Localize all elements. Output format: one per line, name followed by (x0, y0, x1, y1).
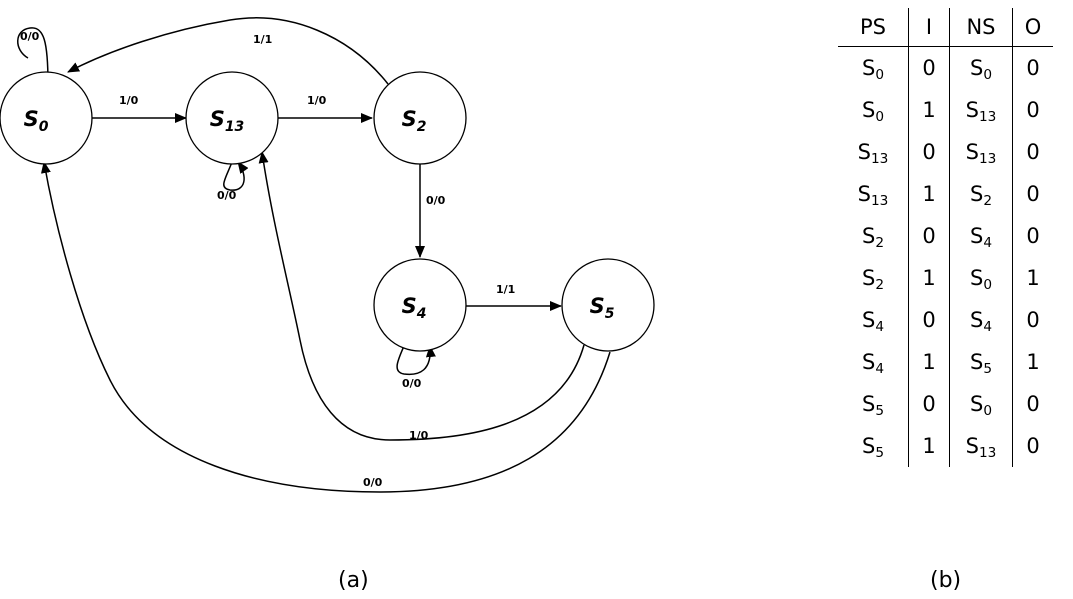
table-cell: 0 (908, 383, 950, 425)
state-s4: S4 (373, 258, 467, 352)
edge-s4-self: 0/0 (396, 345, 436, 390)
header-o: O (1012, 8, 1053, 47)
table-cell: S2 (861, 266, 885, 294)
edge-label-s13-self: 0/0 (217, 189, 237, 202)
header-ns: NS (949, 8, 1013, 47)
state-s0: S0 (0, 71, 93, 165)
state-diagram: 0/0 1/0 0/0 1/0 0/0 1/1 0/0 1/1 1/0 0/0 (0, 17, 655, 493)
table-cell: 1 (908, 425, 950, 467)
edge-s0-s13: 1/0 (92, 94, 187, 123)
edge-label-s5-s0: 0/0 (363, 476, 383, 489)
table-cell: 0 (908, 46, 950, 89)
table-cell: 1 (908, 257, 950, 299)
table-cell: S5 (861, 434, 885, 462)
table-cell: S13 (857, 182, 889, 210)
table-cell: S4 (949, 299, 1013, 341)
table-cell: S5 (949, 341, 1013, 383)
edge-s13-self: 0/0 (217, 161, 249, 202)
table-cell: 1 (908, 173, 950, 215)
table-cell: 1 (1012, 341, 1053, 383)
edge-s2-s4: 0/0 (415, 164, 446, 258)
caption-b: (b) (930, 568, 962, 593)
table-cell: 1 (908, 89, 950, 131)
state-s0-label: S0 (24, 107, 49, 135)
edge-s5-s0: 0/0 (40, 161, 611, 493)
edge-label-s4-s5: 1/1 (496, 283, 515, 296)
caption-a: (a) (338, 568, 369, 593)
edge-label-s2-s0: 1/1 (253, 33, 272, 46)
table-cell: 1 (908, 341, 950, 383)
table-header-row: PS I NS O (838, 8, 1053, 47)
header-ps: PS (838, 8, 909, 47)
state-s5: S5 (561, 258, 655, 352)
table-cell: 0 (1012, 46, 1053, 89)
table-cell: S0 (861, 98, 885, 126)
state-s2-label: S2 (402, 107, 427, 135)
table-cell: S4 (861, 350, 885, 378)
table-cell: S4 (949, 215, 1013, 257)
edge-s2-s0: 1/1 (67, 17, 389, 85)
table-cell: 0 (908, 215, 950, 257)
edge-label-s0-self: 0/0 (20, 30, 40, 43)
table-cell: S13 (949, 425, 1013, 467)
table-cell: S13 (857, 140, 889, 168)
table-cell: 0 (908, 299, 950, 341)
state-s4-label: S4 (402, 294, 427, 322)
table-cell: S2 (949, 173, 1013, 215)
edge-label-s0-s13: 1/0 (119, 94, 139, 107)
table-cell: 0 (1012, 173, 1053, 215)
edge-label-s2-s4: 0/0 (426, 194, 446, 207)
table-cell: S13 (949, 131, 1013, 173)
table-cell: 1 (1012, 257, 1053, 299)
table-cell: 0 (908, 131, 950, 173)
table-cell: 0 (1012, 215, 1053, 257)
state-s5-label: S5 (590, 294, 615, 322)
table-cell: S0 (949, 46, 1013, 89)
table-cell: S13 (949, 89, 1013, 131)
table-cell: 0 (1012, 131, 1053, 173)
state-s13-label: S13 (210, 107, 245, 135)
table-cell: S2 (861, 224, 885, 252)
state-s13: S13 (185, 71, 279, 165)
edge-s0-self: 0/0 (17, 27, 53, 85)
table-cell: 0 (1012, 89, 1053, 131)
header-i: I (908, 8, 950, 47)
table-cell: S0 (861, 56, 885, 84)
state-s2: S2 (373, 71, 467, 165)
table-cell: S0 (949, 257, 1013, 299)
table-cell: S5 (861, 392, 885, 420)
edge-s13-s2: 1/0 (278, 94, 373, 123)
edge-label-s4-self: 0/0 (402, 377, 422, 390)
edge-s4-s5: 1/1 (466, 283, 562, 311)
edge-label-s5-s13: 1/0 (409, 429, 429, 442)
table-cell: 0 (1012, 425, 1053, 467)
table-cell: S4 (861, 308, 885, 336)
table-cell: S0 (949, 383, 1013, 425)
table-cell: 0 (1012, 383, 1053, 425)
edge-label-s13-s2: 1/0 (307, 94, 327, 107)
table-cell: 0 (1012, 299, 1053, 341)
edge-s5-s13: 1/0 (258, 151, 585, 442)
